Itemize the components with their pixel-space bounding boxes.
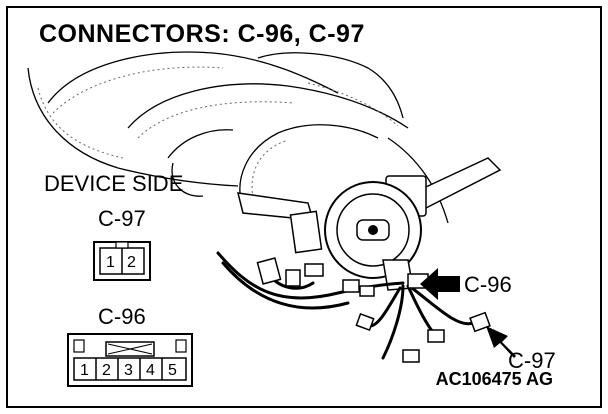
stipple-shading — [37, 66, 399, 199]
diagram-frame: 1 2 1 2 3 4 5 CONNECTORS: C-96, C-97 DEV… — [6, 6, 602, 408]
stalk-levers — [237, 157, 502, 254]
c97-pin: 1 — [106, 254, 115, 271]
page-title: CONNECTORS: C-96, C-97 — [39, 20, 365, 48]
c96-pin: 3 — [124, 362, 133, 379]
c96-pin: 4 — [146, 362, 155, 379]
steering-column-illustration: 1 2 1 2 3 4 5 — [27, 51, 516, 387]
c97-pin: 2 — [127, 254, 136, 271]
column-cover-outline — [27, 51, 449, 224]
c96-pin-numbers: 1 2 3 4 5 — [80, 362, 177, 379]
c97-pin-numbers: 1 2 — [106, 254, 136, 271]
reference-code: AC106475 AG — [435, 369, 553, 389]
c96-connector-label: C-96 — [98, 304, 146, 329]
device-side-label: DEVICE SIDE — [44, 171, 184, 196]
callout-arrows — [420, 268, 516, 358]
connector-c97-face — [93, 241, 151, 281]
c96-pin: 5 — [168, 362, 177, 379]
c97-callout-label: C-97 — [508, 348, 556, 373]
harness-connectors — [256, 257, 491, 363]
c96-pin: 1 — [80, 362, 89, 379]
connector-c96-face — [67, 333, 193, 387]
c96-callout-label: C-96 — [464, 272, 512, 297]
c97-connector-label: C-97 — [98, 206, 146, 231]
clock-spring — [324, 181, 422, 291]
c96-pin: 2 — [102, 362, 111, 379]
